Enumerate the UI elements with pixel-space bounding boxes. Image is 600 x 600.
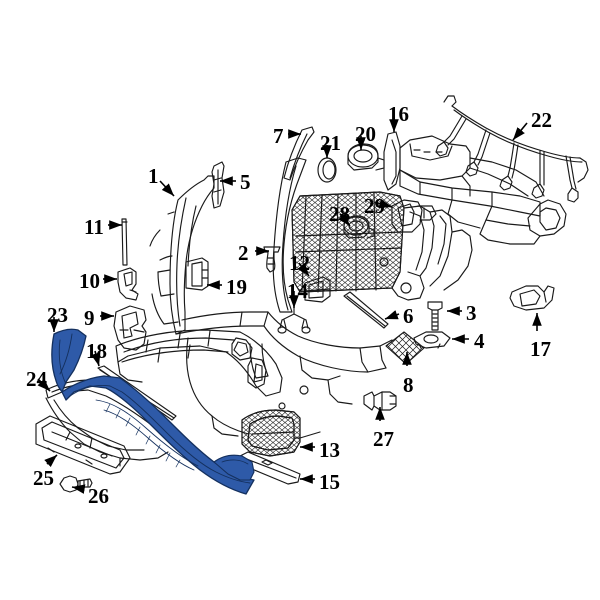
callout-7[interactable]: 7 — [273, 124, 284, 148]
callout-2[interactable]: 2 — [238, 241, 249, 265]
part-grille-assembly — [272, 157, 473, 313]
callout-6[interactable]: 6 — [403, 304, 414, 328]
leader-line-28 — [338, 213, 351, 227]
callout-9[interactable]: 9 — [84, 306, 95, 330]
part-20-park-sensor — [347, 143, 385, 171]
leader-line-22 — [512, 122, 528, 141]
leader-line-12 — [297, 262, 310, 277]
part-8-mesh-insert — [385, 331, 425, 365]
callout-27[interactable]: 27 — [373, 427, 394, 451]
part-16-crossmember — [399, 135, 567, 245]
callout-25[interactable]: 25 — [33, 466, 54, 490]
callout-15[interactable]: 15 — [319, 470, 340, 494]
callout-22[interactable]: 22 — [531, 108, 552, 132]
part-22-wiring-harness — [435, 95, 589, 203]
callout-28[interactable]: 28 — [329, 202, 350, 226]
callout-20[interactable]: 20 — [355, 122, 376, 146]
part-1-fender-panel — [149, 175, 215, 335]
callout-23[interactable]: 23 — [47, 303, 68, 327]
callout-10[interactable]: 10 — [79, 269, 100, 293]
part-5-bracket — [211, 161, 225, 209]
part-17-bracket — [509, 285, 555, 311]
callout-19[interactable]: 19 — [226, 275, 247, 299]
callout-1[interactable]: 1 — [148, 164, 159, 188]
callout-13[interactable]: 13 — [319, 438, 340, 462]
callout-3[interactable]: 3 — [466, 301, 477, 325]
callout-17[interactable]: 17 — [530, 337, 551, 361]
part-13-lower-grille — [241, 409, 301, 457]
part-reinforcement-bar — [115, 329, 283, 397]
callout-4[interactable]: 4 — [474, 329, 485, 353]
part-23-lower-valance-highlighted — [51, 328, 255, 495]
part-7-trim-strip — [283, 126, 315, 181]
leader-line-1 — [159, 180, 175, 197]
callout-5[interactable]: 5 — [240, 170, 251, 194]
callout-16[interactable]: 16 — [388, 102, 409, 126]
callout-8[interactable]: 8 — [403, 373, 414, 397]
part-25-license-bracket — [35, 415, 131, 475]
callout-21[interactable]: 21 — [320, 131, 341, 155]
leader-line-6 — [384, 310, 400, 320]
part-21-grommet — [317, 157, 337, 183]
callout-29[interactable]: 29 — [364, 194, 385, 218]
part-11-rod — [121, 218, 128, 266]
callout-11[interactable]: 11 — [84, 215, 104, 239]
part-16-support-bracket — [383, 131, 401, 191]
part-bumper-cover-body — [175, 311, 393, 439]
leader-line-24 — [37, 378, 51, 392]
callout-26[interactable]: 26 — [88, 484, 109, 508]
part-19-module — [185, 257, 209, 291]
part-14-wire-bracket — [277, 307, 311, 334]
leader-line-25 — [44, 454, 58, 468]
part-9-bracket — [113, 305, 147, 351]
part-10-bracket — [117, 267, 139, 301]
part-3-bolt — [427, 301, 443, 331]
callout-18[interactable]: 18 — [86, 339, 107, 363]
leader-line-29 — [377, 198, 393, 209]
leader-line-18 — [91, 350, 101, 367]
callout-24[interactable]: 24 — [26, 367, 47, 391]
part-6-trim-rod — [343, 291, 389, 329]
callout-12[interactable]: 12 — [289, 251, 310, 275]
leader-line-26 — [71, 484, 86, 494]
callout-14[interactable]: 14 — [287, 279, 308, 303]
